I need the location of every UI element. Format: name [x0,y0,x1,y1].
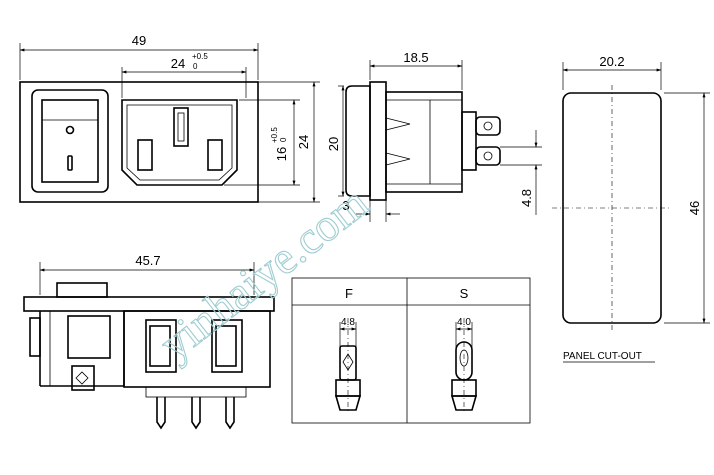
front-body-outline [19,81,259,203]
terminal-table-border [291,277,531,424]
dim-side-flange: 3 [342,198,349,213]
watermark-text: yinhaiye.com [150,176,378,370]
terminal-block [461,111,477,171]
bottom-pin-housing-2 [211,319,243,373]
neutral-pin-slot [207,139,223,171]
switch-rocker [41,99,99,183]
side-body [385,91,463,193]
bottom-clip-left [29,317,41,357]
terminal-s-tail [450,395,478,411]
bottom-pin-1 [149,325,171,367]
dim-cutout-width: 20.2 [599,54,624,69]
bottom-terminal-hole [75,371,89,385]
terminal-upper [475,116,501,136]
front-view: 49 24 +0.5 0 16 +0.5 0 24 [19,33,320,203]
terminal-detail-table: F S 4.8 4.0 [291,277,531,424]
dim-side-depth: 18.5 [403,50,428,65]
terminal-f-tail [334,395,362,411]
snap-clip-bottom [385,152,411,166]
side-flange [369,81,387,201]
bottom-lead-1 [156,397,166,430]
iec-inlet-inner [126,104,233,181]
dim-inlet-width: 24 [171,56,185,71]
bottom-pin-2 [215,325,237,367]
switch-bezel [31,89,109,193]
terminal-f-label: F [345,286,353,301]
side-rocker-cap [345,85,371,197]
bottom-switch-top [56,282,108,298]
terminal-upper-hole [483,121,493,131]
dim-side-height: 20 [326,137,341,151]
side-view: 18.5 20 3 4.8 [326,50,542,222]
dim-inlet-width-tol-lower: 0 [193,62,198,71]
bottom-lead-3 [225,397,235,430]
dim-overall-height: 24 [296,135,311,149]
bottom-lead-2 [191,397,201,430]
terminal-s-label: S [460,286,469,301]
live-pin-slot [137,139,153,171]
panel-cutout-view: 20.2 46 PANEL CUT-OUT [552,54,710,363]
dim-inlet-width-tol-upper: +0.5 [192,52,208,61]
rocker-off-mark [67,155,73,171]
dim-cutout-height: 46 [687,201,702,215]
terminal-lower-hole [483,151,493,161]
bottom-terminal [71,365,95,391]
bottom-view: 45.7 [23,253,275,430]
dim-inlet-height-group: 16 +0.5 0 [270,127,289,162]
earth-pin [177,112,185,142]
snap-clip-top [385,117,411,131]
dim-terminal-offset: 4.8 [519,189,534,207]
bottom-switch-body [67,315,111,359]
dim-bottom-length: 45.7 [135,253,160,268]
rocker-on-mark [65,125,75,135]
dim-overall-width: 49 [132,33,146,48]
bottom-pin-housing-1 [145,319,177,373]
bottom-pin-base [145,386,247,398]
panel-cutout-label: PANEL CUT-OUT [563,351,642,362]
iec-inlet-outline [121,99,238,186]
terminal-lower [475,146,501,166]
dim-inlet-height-tol-upper: +0.5 [270,127,279,143]
earth-pin-slot [173,107,189,147]
dim-inlet-height: 16 [274,147,289,161]
dim-inlet-height-tol-lower: 0 [279,137,288,142]
